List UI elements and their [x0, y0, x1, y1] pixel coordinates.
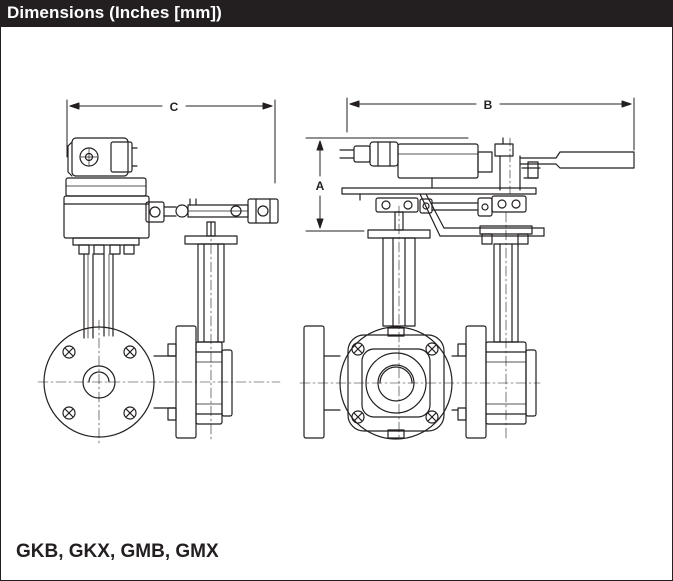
dimension-c	[66, 99, 276, 184]
side-view: C	[37, 99, 281, 446]
secondary-valve	[167, 221, 238, 441]
section-header: Dimensions (Inches [mm])	[0, 0, 673, 27]
dimension-b	[346, 97, 635, 151]
dimension-label-c: C	[170, 100, 179, 114]
manual-lever	[494, 137, 635, 197]
solenoid-coil	[67, 137, 138, 177]
flange-bolt	[351, 342, 439, 424]
mounting-plate	[341, 177, 545, 237]
front-secondary-valve	[479, 211, 537, 441]
front-view: B A	[299, 97, 635, 441]
dimension-a	[305, 137, 469, 232]
solenoid-assembly	[339, 141, 493, 179]
section-title: Dimensions (Inches [mm])	[7, 3, 222, 22]
left-stem	[83, 253, 114, 339]
flange-bolt	[62, 345, 137, 420]
left-valve-body	[37, 319, 281, 446]
linkage-arm-front	[375, 195, 527, 217]
front-stem-left	[367, 205, 431, 441]
dimension-label-b: B	[484, 98, 493, 112]
mounting-bolts	[78, 244, 135, 255]
dimension-label-a: A	[316, 179, 325, 193]
model-caption: GKB, GKX, GMB, GMX	[16, 541, 219, 562]
linkage-arm	[145, 198, 279, 224]
actuator-body	[63, 177, 150, 246]
front-valve-body	[299, 325, 541, 440]
